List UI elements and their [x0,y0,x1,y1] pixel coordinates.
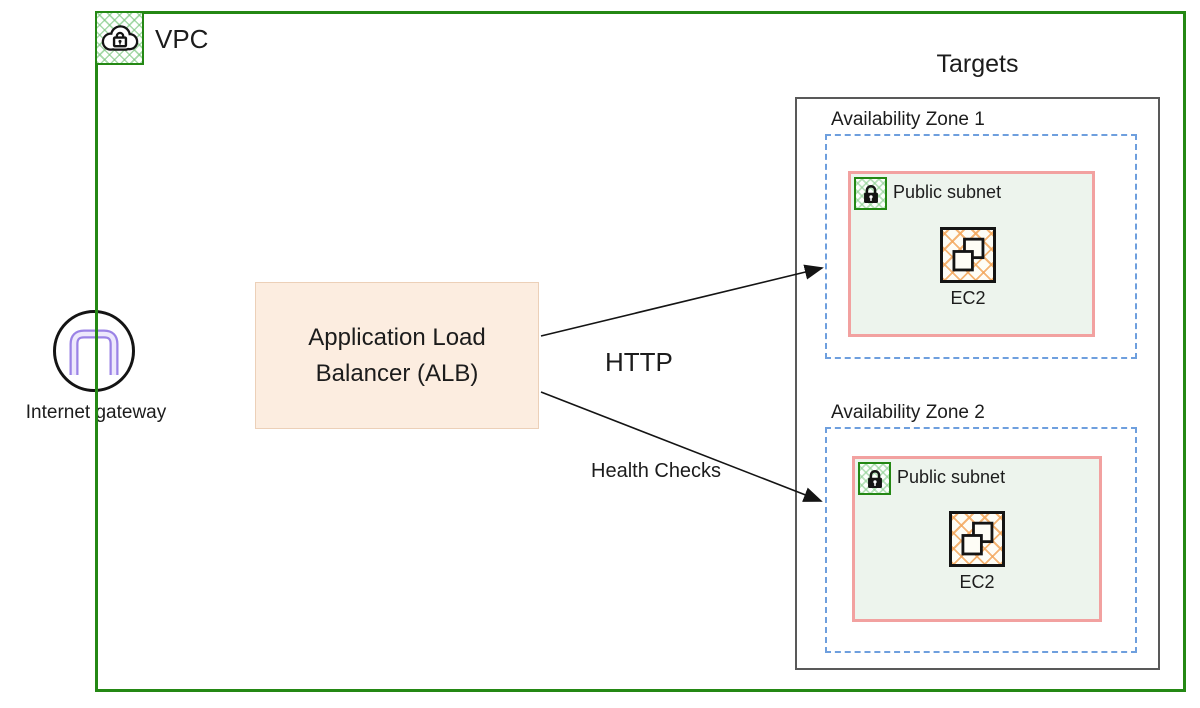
public-subnet-1-label: Public subnet [893,182,1002,202]
targets-group [795,97,1160,670]
ec2-2-label: EC2 [959,572,995,592]
availability-zone-1-label: Availability Zone 1 [831,109,985,130]
alb-node: Application Load Balancer (ALB) [255,282,539,429]
ec2-icon [940,227,996,283]
availability-zone-2-boundary [825,427,1137,653]
subnet-lock-icon [854,177,887,210]
vpc-boundary [95,11,1186,692]
http-arrow-label: HTTP [605,347,673,377]
internet-gateway-arch-icon [69,329,119,375]
vpc-label: VPC [155,24,209,54]
ec2-icon [949,511,1005,567]
availability-zone-2-label: Availability Zone 2 [831,402,985,423]
targets-title: Targets [936,50,1019,78]
internet-gateway-icon [53,310,135,392]
ec2-1-label: EC2 [950,288,986,308]
alb-label: Application Load Balancer (ALB) [308,323,486,387]
subnet-lock-icon [858,462,891,495]
vpc-cloud-lock-icon [95,11,144,65]
availability-zone-1-boundary [825,134,1137,359]
health-checks-arrow-label: Health Checks [591,460,722,482]
public-subnet-2-label: Public subnet [897,467,1006,487]
